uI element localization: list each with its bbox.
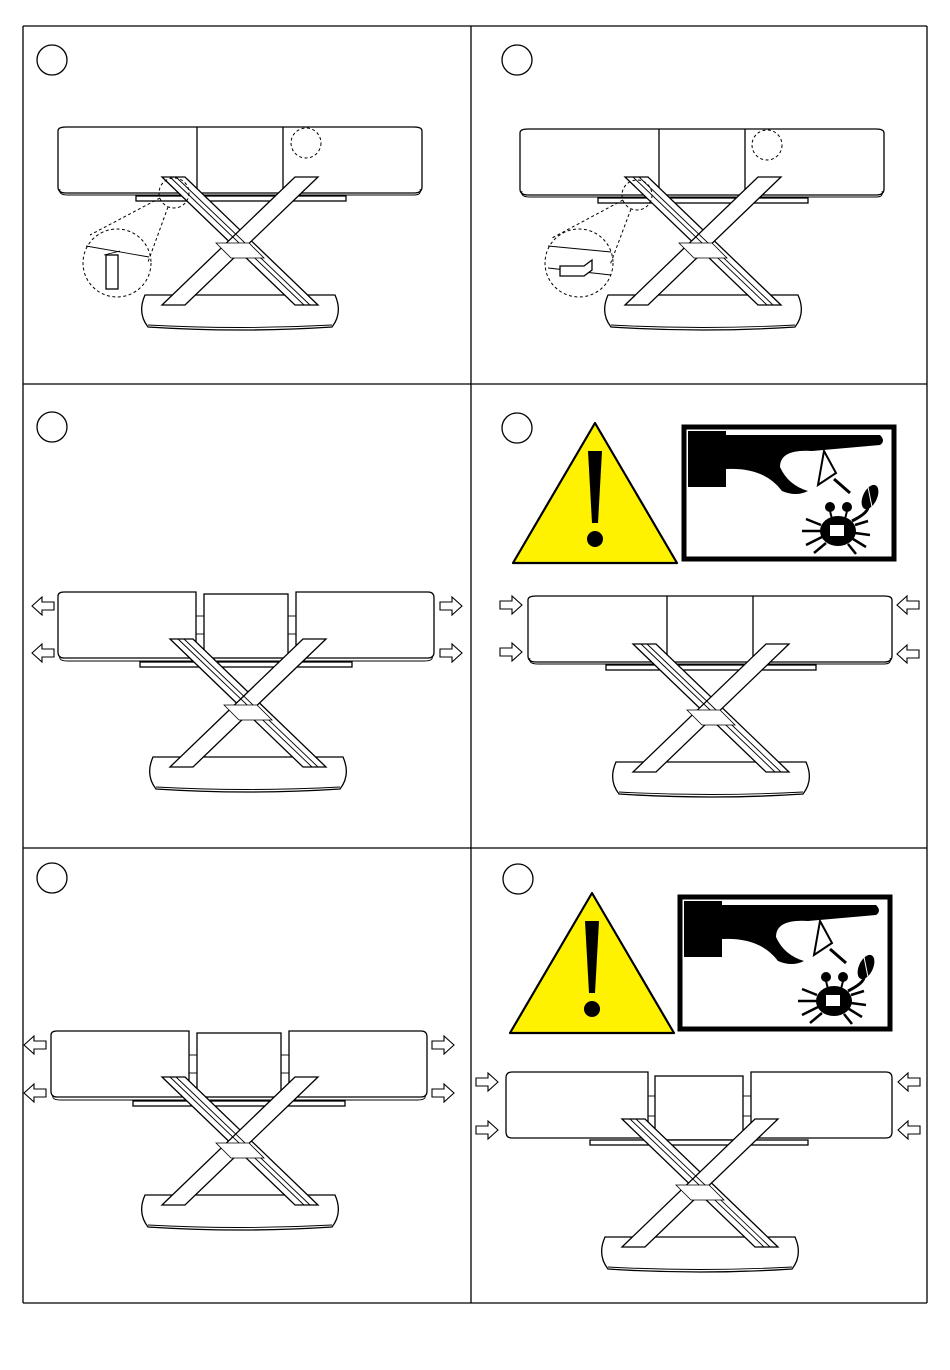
arrow-left-icon (898, 1121, 920, 1139)
table-open (58, 592, 434, 792)
arrow-right-icon (500, 596, 522, 614)
arrow-right-icon (440, 644, 462, 662)
arrow-left-icon (24, 1084, 46, 1102)
arrow-left-icon (24, 1036, 46, 1054)
arrow-right-icon (476, 1121, 498, 1139)
step-marker-5 (37, 863, 67, 893)
table-closing (506, 1072, 892, 1272)
step-marker-6 (503, 864, 533, 894)
step-marker-1 (37, 45, 67, 75)
warning-triangle-icon (513, 423, 677, 563)
step-marker-3 (37, 412, 67, 442)
arrow-right-icon (432, 1036, 454, 1054)
panel-6 (476, 864, 920, 1272)
panel-2 (502, 45, 884, 330)
arrow-right-icon (432, 1084, 454, 1102)
latch-detail-icon (83, 229, 151, 297)
warning-triangle-icon (510, 893, 674, 1033)
table-closed (58, 127, 422, 330)
step-marker-4 (502, 413, 532, 443)
arrow-left-icon (32, 597, 54, 615)
arrow-left-icon (32, 644, 54, 662)
latch-detail-icon (545, 229, 613, 297)
pinch-hazard-icon (684, 427, 894, 559)
arrow-left-icon (898, 1073, 920, 1091)
arrow-right-icon (440, 597, 462, 615)
panel-3 (32, 412, 462, 792)
arrow-right-icon (476, 1073, 498, 1091)
table-open (51, 1031, 427, 1230)
panel-1 (37, 45, 422, 330)
step-marker-2 (502, 45, 532, 75)
panel-5 (24, 863, 454, 1230)
table-closed (528, 596, 892, 797)
panel-4 (500, 413, 919, 797)
pinch-hazard-icon (680, 897, 890, 1029)
arrow-left-icon (897, 596, 919, 614)
arrow-right-icon (500, 643, 522, 661)
arrow-left-icon (897, 645, 919, 663)
